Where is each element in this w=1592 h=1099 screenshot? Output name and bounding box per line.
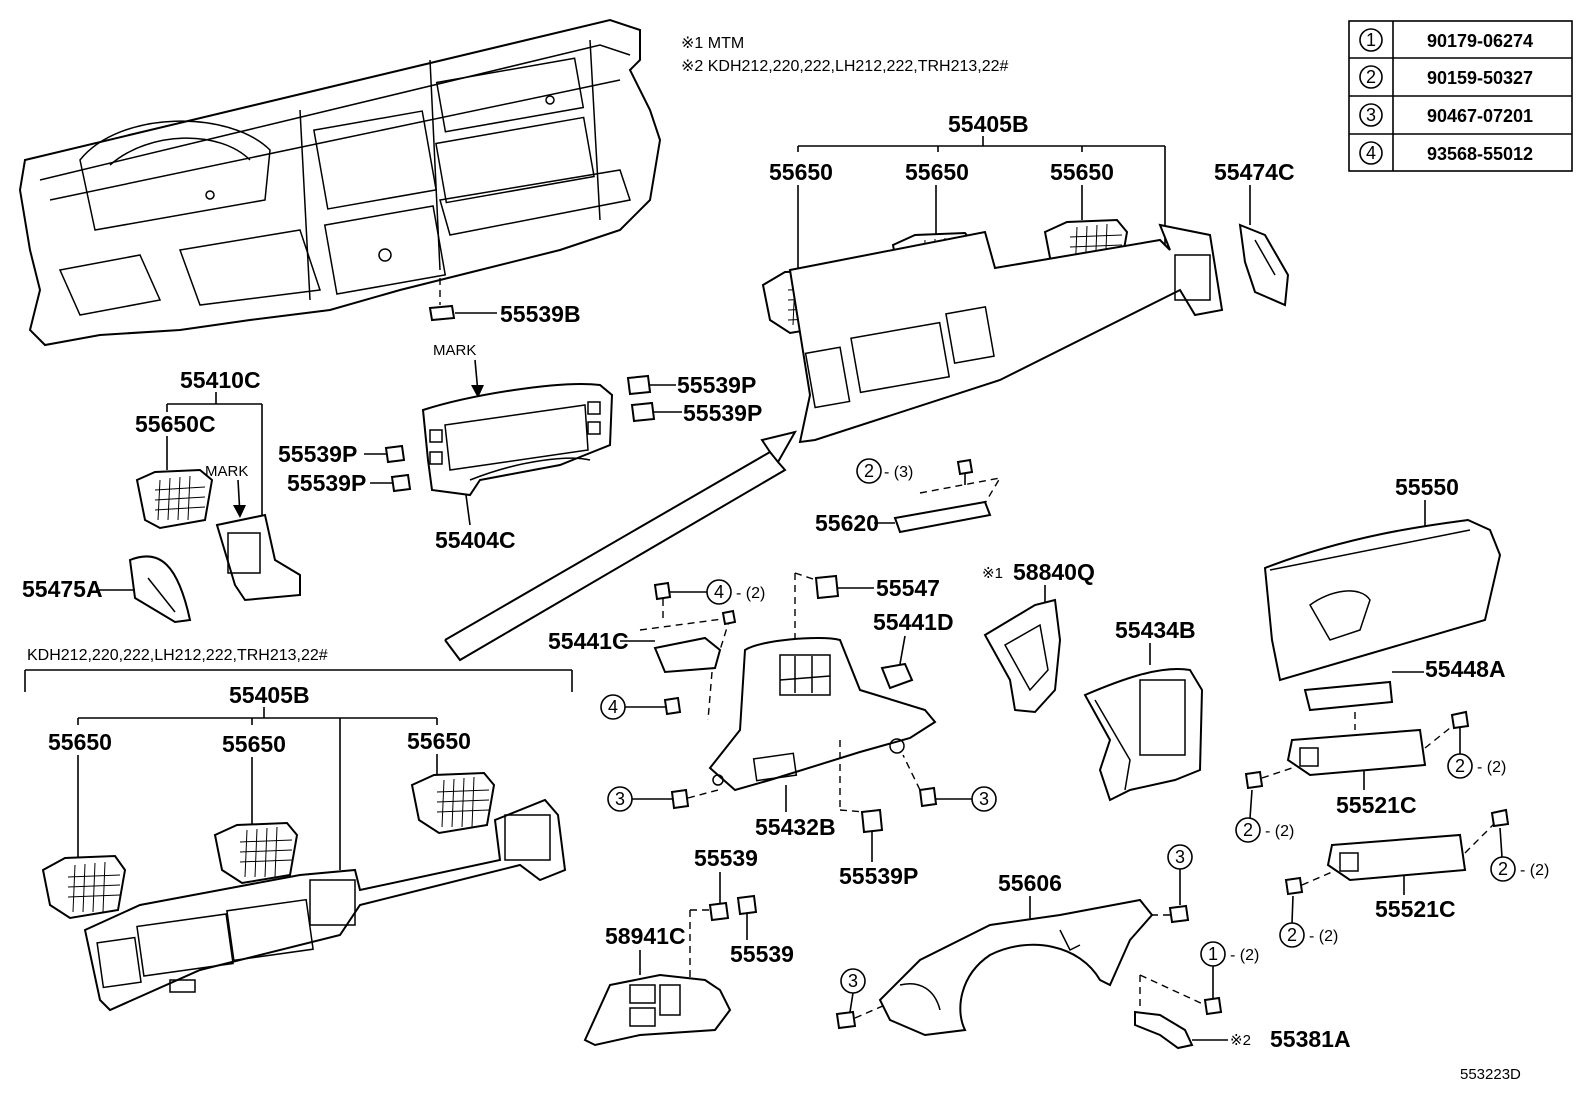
mtm-mark-58840Q: ※1: [982, 565, 1003, 582]
part-group-55404C: MARK 55404C 55539P 55539P 55539P 55539P: [278, 342, 762, 553]
part-group-55405B-top: 55405B 55650 55650 55650: [761, 111, 1295, 444]
fastener-2-55620: 2: [864, 461, 874, 481]
part-55434B: 55434B: [1083, 617, 1204, 802]
fastener-4-left: 4: [608, 697, 618, 717]
label-58840Q: 58840Q: [1013, 559, 1095, 585]
label-55550: 55550: [1395, 474, 1459, 500]
fastener-legend-table: 1 90179-06274 2 90159-50327 3 90467-0720…: [1348, 20, 1573, 172]
legend-part-4: 93568-55012: [1427, 144, 1533, 164]
label-58941C: 58941C: [605, 923, 686, 949]
label-55539P-left1: 55539P: [278, 441, 357, 467]
legend-part-2: 90159-50327: [1427, 68, 1533, 88]
fastener-2-r4: 2: [1287, 925, 1297, 945]
fastener-3-55606-lower: 3: [848, 971, 858, 991]
label-55650C: 55650C: [135, 411, 216, 437]
dashboard-frame-drawing: [18, 18, 662, 347]
label-55650-top2: 55650: [905, 159, 969, 185]
part-group-55606: 55606 3 3: [835, 844, 1193, 1037]
label-55404C: 55404C: [435, 527, 516, 553]
label-55650-bot2: 55650: [222, 731, 286, 757]
label-55434B: 55434B: [1115, 617, 1196, 643]
label-55475A: 55475A: [22, 576, 103, 602]
fastener-2-r3: 2: [1498, 859, 1508, 879]
fastener-qty-r4: - (2): [1309, 928, 1338, 945]
label-55539-upper: 55539: [694, 845, 758, 871]
variant-label: KDH212,220,222,LH212,222,TRH213,22#: [27, 647, 328, 664]
label-55539P-bottom: 55539P: [839, 863, 918, 889]
legend-num-1: 1: [1366, 30, 1376, 50]
label-55441C: 55441C: [548, 628, 629, 654]
label-55521C-lower: 55521C: [1375, 896, 1456, 922]
label-55539B: 55539B: [500, 301, 581, 327]
fastener-qty-r1: - (2): [1477, 759, 1506, 776]
fastener-3-55606-upper: 3: [1175, 847, 1185, 867]
label-55448A: 55448A: [1425, 656, 1506, 682]
part-group-55405B-bottom: KDH212,220,222,LH212,222,TRH213,22# 5540…: [24, 647, 573, 1012]
model-mark-55381A: ※2: [1230, 1032, 1251, 1049]
label-55405B-bottom: 55405B: [229, 682, 310, 708]
label-55650-top1: 55650: [769, 159, 833, 185]
fastener-4-top: 4: [714, 582, 724, 602]
fastener-2-r1: 2: [1455, 756, 1465, 776]
fastener-qty-55620: - (3): [884, 464, 913, 481]
label-55539P-right1: 55539P: [677, 372, 756, 398]
legend-num-2: 2: [1366, 67, 1376, 87]
part-55539B: 55539B: [428, 278, 581, 327]
fastener-2-r2: 2: [1243, 820, 1253, 840]
legend-num-3: 3: [1366, 105, 1376, 125]
label-55539-lower: 55539: [730, 941, 794, 967]
fastener-qty-1: - (2): [1230, 947, 1259, 964]
mark-label-1: MARK: [433, 342, 476, 359]
label-55441D: 55441D: [873, 609, 954, 635]
label-55606: 55606: [998, 870, 1062, 896]
label-55410C: 55410C: [180, 367, 261, 393]
label-55432B: 55432B: [755, 814, 836, 840]
label-55381A: 55381A: [1270, 1026, 1351, 1052]
label-55620: 55620: [815, 510, 879, 536]
note-models: ※2 KDH212,220,222,LH212,222,TRH213,22#: [681, 58, 1009, 75]
part-group-58941C: 55539 55539 58941C: [583, 845, 794, 1047]
fastener-3-left: 3: [615, 789, 625, 809]
label-55539P-right2: 55539P: [683, 400, 762, 426]
fastener-qty-4-top: - (2): [736, 585, 765, 602]
part-group-55410C: 55410C 55650C MARK 55475A: [22, 367, 301, 624]
fastener-1: 1: [1208, 944, 1218, 964]
legend-part-3: 90467-07201: [1427, 106, 1533, 126]
label-55474C: 55474C: [1214, 159, 1295, 185]
label-55405B-top: 55405B: [948, 111, 1029, 137]
fastener-3-right: 3: [979, 789, 989, 809]
fastener-qty-r2: - (2): [1265, 823, 1294, 840]
label-55547: 55547: [876, 575, 940, 601]
label-55650-bot1: 55650: [48, 729, 112, 755]
part-58840Q: ※1 58840Q: [982, 559, 1095, 714]
legend-part-1: 90179-06274: [1427, 31, 1533, 51]
fastener-qty-r3: - (2): [1520, 862, 1549, 879]
part-group-55550: 55550 55448A 55521C 55521C 2 - (2) 2: [1235, 474, 1549, 948]
legend-num-4: 4: [1366, 143, 1376, 163]
label-55650-bot3: 55650: [407, 728, 471, 754]
note-mtm: ※1 MTM: [681, 35, 744, 52]
label-55650-top3: 55650: [1050, 159, 1114, 185]
label-55521C-upper: 55521C: [1336, 792, 1417, 818]
mark-label-2: MARK: [205, 463, 248, 480]
part-group-55381A: 1 - (2) ※2 55381A: [1134, 941, 1351, 1052]
diagram-id: 553223D: [1460, 1066, 1521, 1083]
assembly-arrow: [444, 430, 798, 662]
part-group-55432B: 55441C 4 - (2) 4 55547 55441D 55432B: [548, 572, 997, 889]
part-group-55620: 2 - (3) 55620: [815, 458, 1002, 536]
label-55539P-left2: 55539P: [287, 470, 366, 496]
